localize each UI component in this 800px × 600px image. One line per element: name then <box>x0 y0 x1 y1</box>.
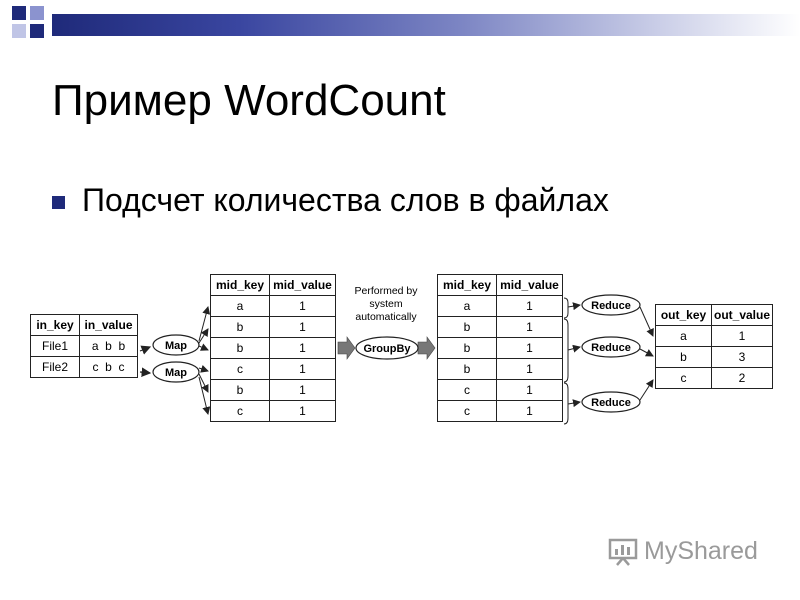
groupby-right-block-arrow <box>417 336 436 360</box>
map-to-mid-arrow <box>198 364 209 373</box>
reduce-to-output-arrow <box>639 379 654 401</box>
input-to-map-arrow <box>139 367 152 377</box>
input-to-map-arrow <box>139 345 152 355</box>
reduce-oval <box>581 391 641 413</box>
reduce-label: Reduce <box>591 342 631 354</box>
map-oval <box>152 361 200 383</box>
table-cell: 1 <box>269 400 336 422</box>
groupby-oval <box>355 336 419 360</box>
groupby-note-line: system <box>369 298 403 310</box>
group-brace <box>563 297 569 319</box>
table-cell: File2 <box>30 356 80 378</box>
map-to-mid-arrow <box>198 306 211 342</box>
reduce-to-output-arrow <box>639 348 654 357</box>
table-cell: 2 <box>711 367 773 389</box>
group-brace <box>563 382 569 425</box>
table-cell: a b b <box>79 335 138 357</box>
slide-title: Пример WordCount <box>52 76 446 125</box>
input-table: in_key in_value File1 a b b File2 c b c <box>30 314 138 378</box>
group-to-reduce-arrow <box>567 399 581 408</box>
reduce-to-output-arrow <box>639 306 654 337</box>
reduce-oval <box>581 336 641 358</box>
bullet-item: Подсчет количества слов в файлах <box>52 182 609 219</box>
reduce-label: Reduce <box>591 300 631 312</box>
table-header: mid_key <box>437 274 497 296</box>
watermark: MyShared <box>608 536 758 566</box>
watermark-text: MyShared <box>644 536 758 565</box>
table-header: mid_key <box>210 274 270 296</box>
table-cell: c <box>210 400 270 422</box>
table-cell: 1 <box>496 400 563 422</box>
bullet-text: Подсчет количества слов в файлах <box>82 182 609 218</box>
table-cell: c b c <box>79 356 138 378</box>
groupby-left-block-arrow <box>337 336 356 360</box>
map-to-mid-arrow <box>198 376 211 415</box>
map-to-mid-arrow <box>198 373 209 393</box>
groupby-note-line: Performed by <box>354 285 418 297</box>
table-header: out_value <box>711 304 773 326</box>
map-to-mid-arrow <box>198 328 209 344</box>
map-label: Map <box>165 367 187 379</box>
groupby-note-line: automatically <box>355 311 417 323</box>
presentation-board-icon <box>608 538 638 566</box>
table-cell: c <box>437 400 497 422</box>
map-to-mid-arrow <box>198 343 209 351</box>
reduce-oval <box>581 294 641 316</box>
map-label: Map <box>165 340 187 352</box>
group-to-reduce-arrow <box>567 344 581 353</box>
group-brace <box>563 318 569 383</box>
map-oval <box>152 334 200 356</box>
square-bullet-icon <box>52 196 65 209</box>
group-to-reduce-arrow <box>567 302 581 311</box>
groupby-label: GroupBy <box>363 343 411 355</box>
reduce-label: Reduce <box>591 397 631 409</box>
